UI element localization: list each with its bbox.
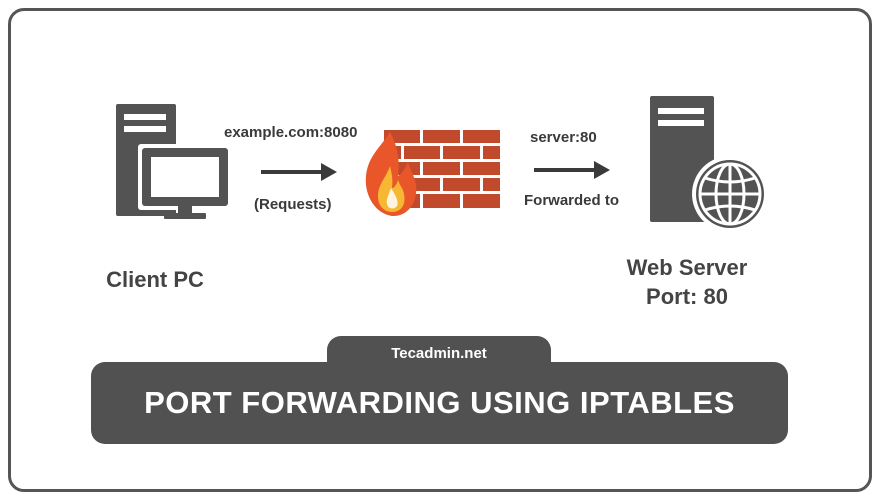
forward-bottom-label: Forwarded to <box>524 192 620 209</box>
client-pc-label: Client PC <box>106 267 204 292</box>
title-banner: PORT FORWARDING USING IPTABLES <box>91 362 788 444</box>
forward-arrow <box>534 161 610 179</box>
request-arrow <box>261 163 337 181</box>
web-server-port-label: Port: 80 <box>646 284 728 309</box>
web-server-icon <box>650 96 768 232</box>
desktop-pc-icon <box>116 104 230 219</box>
site-tab: Tecadmin.net <box>327 336 551 370</box>
web-server-label: Web Server <box>626 255 748 280</box>
firewall-icon <box>365 128 502 217</box>
request-top-label: example.com:8080 <box>224 124 358 141</box>
forward-top-label: server:80 <box>530 129 597 146</box>
request-bottom-label: (Requests) <box>254 196 332 213</box>
diagram-title: PORT FORWARDING USING IPTABLES <box>144 385 735 420</box>
site-name: Tecadmin.net <box>391 344 487 362</box>
